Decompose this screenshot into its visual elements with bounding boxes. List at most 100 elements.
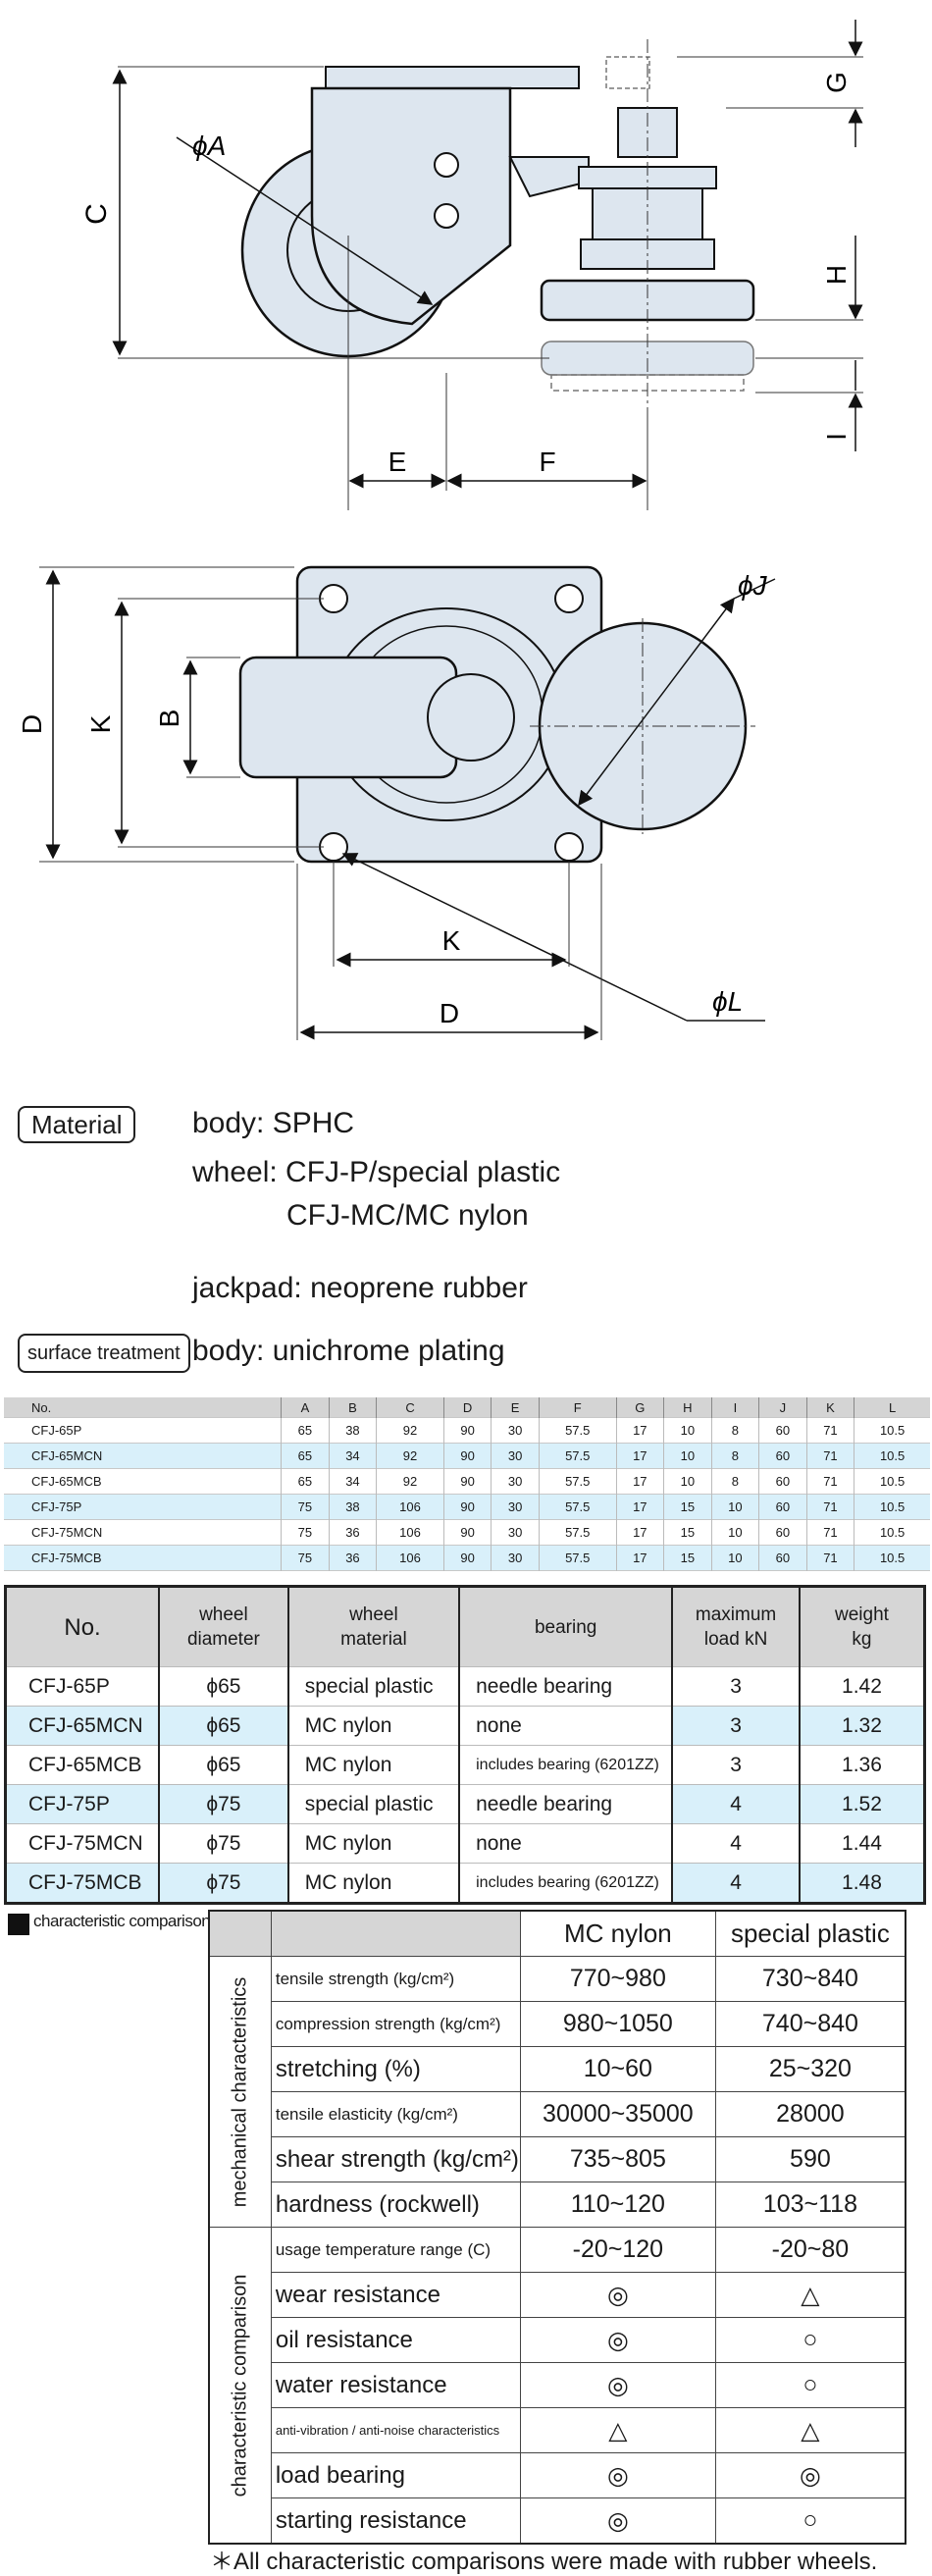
property-name-cell: wear resistance — [270, 2272, 521, 2318]
dim-value-cell: 65 — [281, 1417, 330, 1444]
comparison-header-blank-1 — [208, 1910, 272, 1957]
dim-value-cell: 34 — [328, 1468, 377, 1495]
dim-value-cell: 106 — [376, 1494, 444, 1520]
dim-value-cell: 90 — [442, 1545, 492, 1571]
dim-value-cell: 57.5 — [538, 1468, 617, 1495]
dim-value-cell: 60 — [758, 1443, 807, 1469]
dimension-header-row: No. A B C D E F G H I J K L — [4, 1397, 930, 1418]
dim-value-cell: 17 — [615, 1443, 664, 1469]
dim-value-cell: 10 — [710, 1519, 759, 1546]
dim-value-cell: 36 — [328, 1545, 377, 1571]
product-load-cell: 3 — [671, 1666, 800, 1707]
product-material-cell: MC nylon — [286, 1863, 460, 1904]
dim-value-cell: 8 — [710, 1468, 759, 1495]
dim-header: L — [854, 1397, 930, 1418]
dim-value-cell: 30 — [491, 1545, 540, 1571]
dim-value-cell: 10 — [663, 1417, 712, 1444]
product-no-cell: CFJ-75MCB — [5, 1863, 160, 1904]
dim-value-cell: 71 — [805, 1443, 854, 1469]
product-material-cell: special plastic — [286, 1784, 460, 1824]
property-value-sp: -20~80 — [714, 2227, 906, 2273]
dim-value-cell: 38 — [328, 1417, 377, 1444]
dim-header: E — [491, 1397, 540, 1418]
comparison-title: characteristic comparison — [33, 1912, 211, 1930]
property-value-sp: 740~840 — [714, 2001, 906, 2047]
dim-value-cell: 57.5 — [538, 1519, 617, 1546]
dim-value-cell: 71 — [805, 1417, 854, 1444]
product-weight-cell: 1.44 — [798, 1823, 925, 1864]
side-view-drawing: C ϕA E F G H I — [80, 20, 863, 510]
dim-b-label: B — [154, 710, 184, 728]
dim-value-cell: 30 — [491, 1468, 540, 1495]
dim-value-cell: 30 — [491, 1417, 540, 1444]
product-material-cell: MC nylon — [286, 1706, 460, 1746]
dim-value-cell: 57.5 — [538, 1494, 617, 1520]
property-name-cell: load bearing — [270, 2452, 521, 2498]
comparison-table: MC nylon special plastic mechanical char… — [208, 1910, 906, 2545]
product-bearing-cell: includes bearing (6201ZZ) — [458, 1745, 673, 1785]
wheel-material-1: wheel: CFJ-P/special plastic — [192, 1156, 561, 1188]
product-material-cell: MC nylon — [286, 1745, 460, 1785]
comparison-marker — [8, 1914, 29, 1935]
footnote: ＊All characteristic comparisons were mad… — [210, 2549, 878, 2575]
product-diameter-cell: ϕ65 — [158, 1745, 288, 1785]
dim-value-cell: 30 — [491, 1519, 540, 1546]
dim-value-cell: 60 — [758, 1468, 807, 1495]
dim-value-cell: 36 — [328, 1519, 377, 1546]
dim-value-cell: 34 — [328, 1443, 377, 1469]
dim-h-label: H — [821, 265, 852, 285]
product-weight-cell: 1.32 — [798, 1706, 925, 1746]
dim-value-cell: 17 — [615, 1545, 664, 1571]
top-plate — [325, 66, 580, 89]
product-no-cell: CFJ-65P — [5, 1666, 160, 1707]
property-value-sp: 103~118 — [714, 2182, 906, 2228]
dim-header: K — [805, 1397, 854, 1418]
property-name-cell: starting resistance — [270, 2497, 521, 2545]
property-name-cell: anti-vibration / anti-noise characterist… — [270, 2407, 521, 2453]
property-value-mc: ◎ — [519, 2272, 716, 2318]
dim-value-cell: 75 — [281, 1494, 330, 1520]
product-material-cell: MC nylon — [286, 1823, 460, 1864]
comparison-group-label: mechanical characteristics — [229, 1976, 251, 2207]
dim-value-cell: 10.5 — [854, 1519, 930, 1546]
property-name-cell: shear strength (kg/cm²) — [270, 2136, 521, 2182]
dim-f-label: F — [539, 447, 555, 477]
dim-header: G — [615, 1397, 664, 1418]
dim-l-label: ϕL — [712, 986, 743, 1017]
dim-value-cell: 90 — [442, 1443, 492, 1469]
dim-value-cell: 17 — [615, 1494, 664, 1520]
material-label: Material — [18, 1106, 136, 1143]
property-value-mc: 770~980 — [519, 1956, 716, 2002]
surface-treatment-label: surface treatment — [18, 1334, 190, 1373]
dim-j-label: ϕJ — [738, 570, 768, 601]
dim-value-cell: 92 — [376, 1443, 444, 1469]
dim-value-cell: 17 — [615, 1519, 664, 1546]
dim-value-cell: 65 — [281, 1468, 330, 1495]
dim-header: I — [710, 1397, 759, 1418]
property-value-sp: 590 — [714, 2136, 906, 2182]
dim-d-bottom-label: D — [440, 998, 459, 1028]
dim-header: No. — [4, 1397, 282, 1418]
dim-value-cell: 71 — [805, 1468, 854, 1495]
product-diameter-cell: ϕ75 — [158, 1863, 288, 1904]
dim-value-cell: 106 — [376, 1545, 444, 1571]
property-value-mc: ◎ — [519, 2317, 716, 2363]
dim-header: D — [442, 1397, 492, 1418]
dim-model-cell: CFJ-75MCB — [4, 1545, 282, 1571]
product-bearing-cell: needle bearing — [458, 1784, 673, 1824]
dim-value-cell: 17 — [615, 1468, 664, 1495]
property-value-mc: ◎ — [519, 2452, 716, 2498]
product-no-cell: CFJ-75MCN — [5, 1823, 160, 1864]
property-name-cell: oil resistance — [270, 2317, 521, 2363]
product-header-no: No. — [5, 1586, 160, 1667]
